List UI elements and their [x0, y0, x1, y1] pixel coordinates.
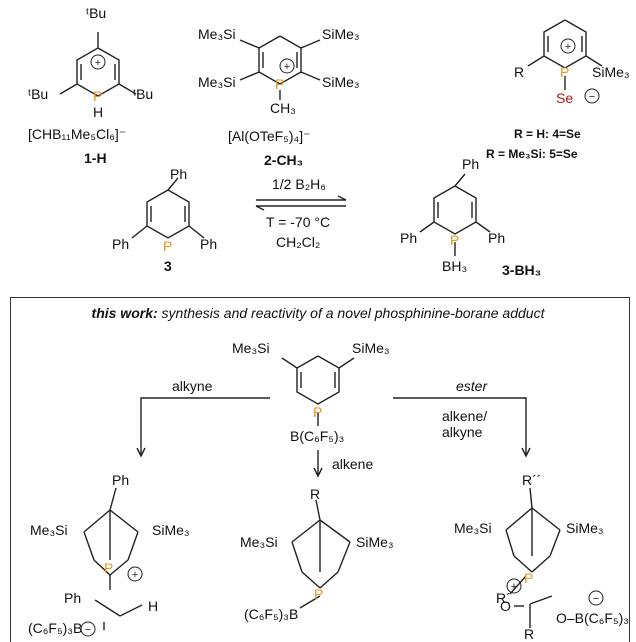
ph-left-product-top: Ph [112, 472, 130, 488]
compound-id-3: 3 [164, 258, 172, 274]
me3si-middle-product: Me₃Si [240, 534, 278, 550]
counterion-2: [Al(OTeF₅)₄]⁻ [228, 128, 311, 144]
bicycle-right [505, 487, 561, 628]
label-alkene: alkene [332, 456, 374, 472]
svg-text:+: + [132, 569, 138, 581]
sime3-2-tr: SiMe₃ [322, 26, 360, 42]
sime3-reagent: SiMe₃ [352, 340, 390, 356]
phosphorus-se: P [560, 64, 570, 80]
compound-id-2: 2-CH₃ [264, 152, 304, 168]
eq-reagent: 1/2 B₂H₆ [272, 176, 326, 192]
ph-3-right: Ph [200, 236, 218, 252]
label-alkyne-2: alkyne [442, 424, 483, 440]
label-alkyne: alkyne [172, 378, 213, 394]
h-left-product: H [148, 598, 159, 614]
tbu-top: ᵗBu [86, 5, 107, 21]
this-work-bold: this work: [91, 305, 158, 321]
label-ester: ester [456, 378, 488, 394]
phosphorus-2: P [275, 76, 285, 92]
se-label-line2: R = Me₃Si: 5=Se [486, 147, 578, 161]
ph-3bh3-left: Ph [400, 230, 418, 246]
svg-text:−: − [85, 624, 91, 636]
ph-3-top: Ph [170, 166, 188, 182]
borane-left-product: (C₆F₅)₃B [28, 620, 83, 636]
compound-id-1h: 1-H [84, 150, 107, 166]
phosphorus-1h: P [93, 88, 103, 104]
oborane-right-product: O–B(C₆F₅)₃ [556, 610, 629, 626]
svg-text:+: + [565, 41, 571, 53]
methyl-2: CH₃ [270, 100, 296, 116]
ph-left-product-vinyl: Ph [64, 590, 82, 606]
equilibrium-arrows [255, 195, 347, 211]
phosphorus-3bh3: P [450, 232, 460, 248]
phosphorus-left-product: P [104, 560, 114, 576]
ph-3bh3-top: Ph [462, 156, 480, 172]
ring-2ch3 [239, 35, 321, 100]
svg-text:+: + [95, 57, 101, 69]
r-middle-product: R [310, 486, 321, 502]
me3si-left-product: Me₃Si [30, 522, 68, 538]
svg-text:−: − [593, 593, 599, 605]
rpp-right-product: R´´ [522, 472, 542, 488]
charge-signs: + + + − + − + − [85, 41, 599, 636]
phosphorus-right-product: P [524, 570, 534, 586]
borane-middle-product: (C₆F₅)₃B [244, 606, 299, 622]
hydrogen-1h: H [93, 104, 104, 120]
phosphorus-reagent: P [313, 404, 323, 420]
reaction-arrows [136, 397, 531, 478]
me3si-reagent: Me₃Si [232, 340, 270, 356]
sime3-left-product: SiMe₃ [152, 522, 190, 538]
bicycle-middle [291, 499, 351, 609]
sime3-middle-product: SiMe₃ [356, 534, 394, 550]
me3si-2-tl: Me₃Si [198, 26, 236, 42]
bh3-group: BH₃ [442, 258, 468, 274]
counterion-1h: [CHB₁₁Me₅Cl₆]⁻ [28, 126, 127, 142]
sime3-2-br: SiMe₃ [322, 74, 360, 90]
bicycle-left [83, 487, 143, 630]
me3si-right-product: Me₃Si [454, 520, 492, 536]
phosphorus-3: P [163, 238, 173, 254]
rp-right-product: R´ [496, 590, 511, 606]
eq-temperature: T = -70 °C [266, 214, 331, 230]
svg-text:+: + [511, 581, 517, 593]
label-alkene-slash: alkene/ [442, 408, 488, 424]
r-right-product: R [524, 626, 535, 642]
ring-1h [59, 32, 137, 97]
compound-id-3bh3: 3-BH₃ [502, 262, 542, 278]
this-work-description: synthesis and reactivity of a novel phos… [157, 305, 545, 321]
eq-solvent: CH₂Cl₂ [276, 234, 321, 250]
borane-reagent: B(C₆F₅)₃ [290, 428, 345, 444]
phosphorus-middle-product: P [314, 586, 324, 602]
svg-text:+: + [284, 61, 290, 73]
ring-3bh3 [419, 173, 491, 256]
ring-reagent [281, 355, 355, 426]
ph-3bh3-right: Ph [488, 230, 506, 246]
selenium-atom: Se [556, 90, 574, 106]
r-substituent-se: R [514, 64, 525, 80]
this-work-frame [10, 297, 630, 642]
charge-circles [80, 38, 604, 637]
tbu-right: ᵗBu [133, 86, 154, 102]
this-work-headline: this work: synthesis and reactivity of a… [0, 305, 636, 321]
o-right-product: O [500, 598, 511, 614]
tbu-left: ᵗBu [28, 86, 49, 102]
ring-se [527, 19, 603, 90]
sime3-right-product: SiMe₃ [566, 520, 604, 536]
se-label-line1: R = H: 4=Se [514, 127, 581, 141]
ring-3 [131, 177, 205, 239]
svg-text:−: − [589, 91, 595, 103]
ph-3-left: Ph [112, 236, 130, 252]
sime3-se: SiMe₃ [592, 64, 630, 80]
me3si-2-bl: Me₃Si [198, 74, 236, 90]
